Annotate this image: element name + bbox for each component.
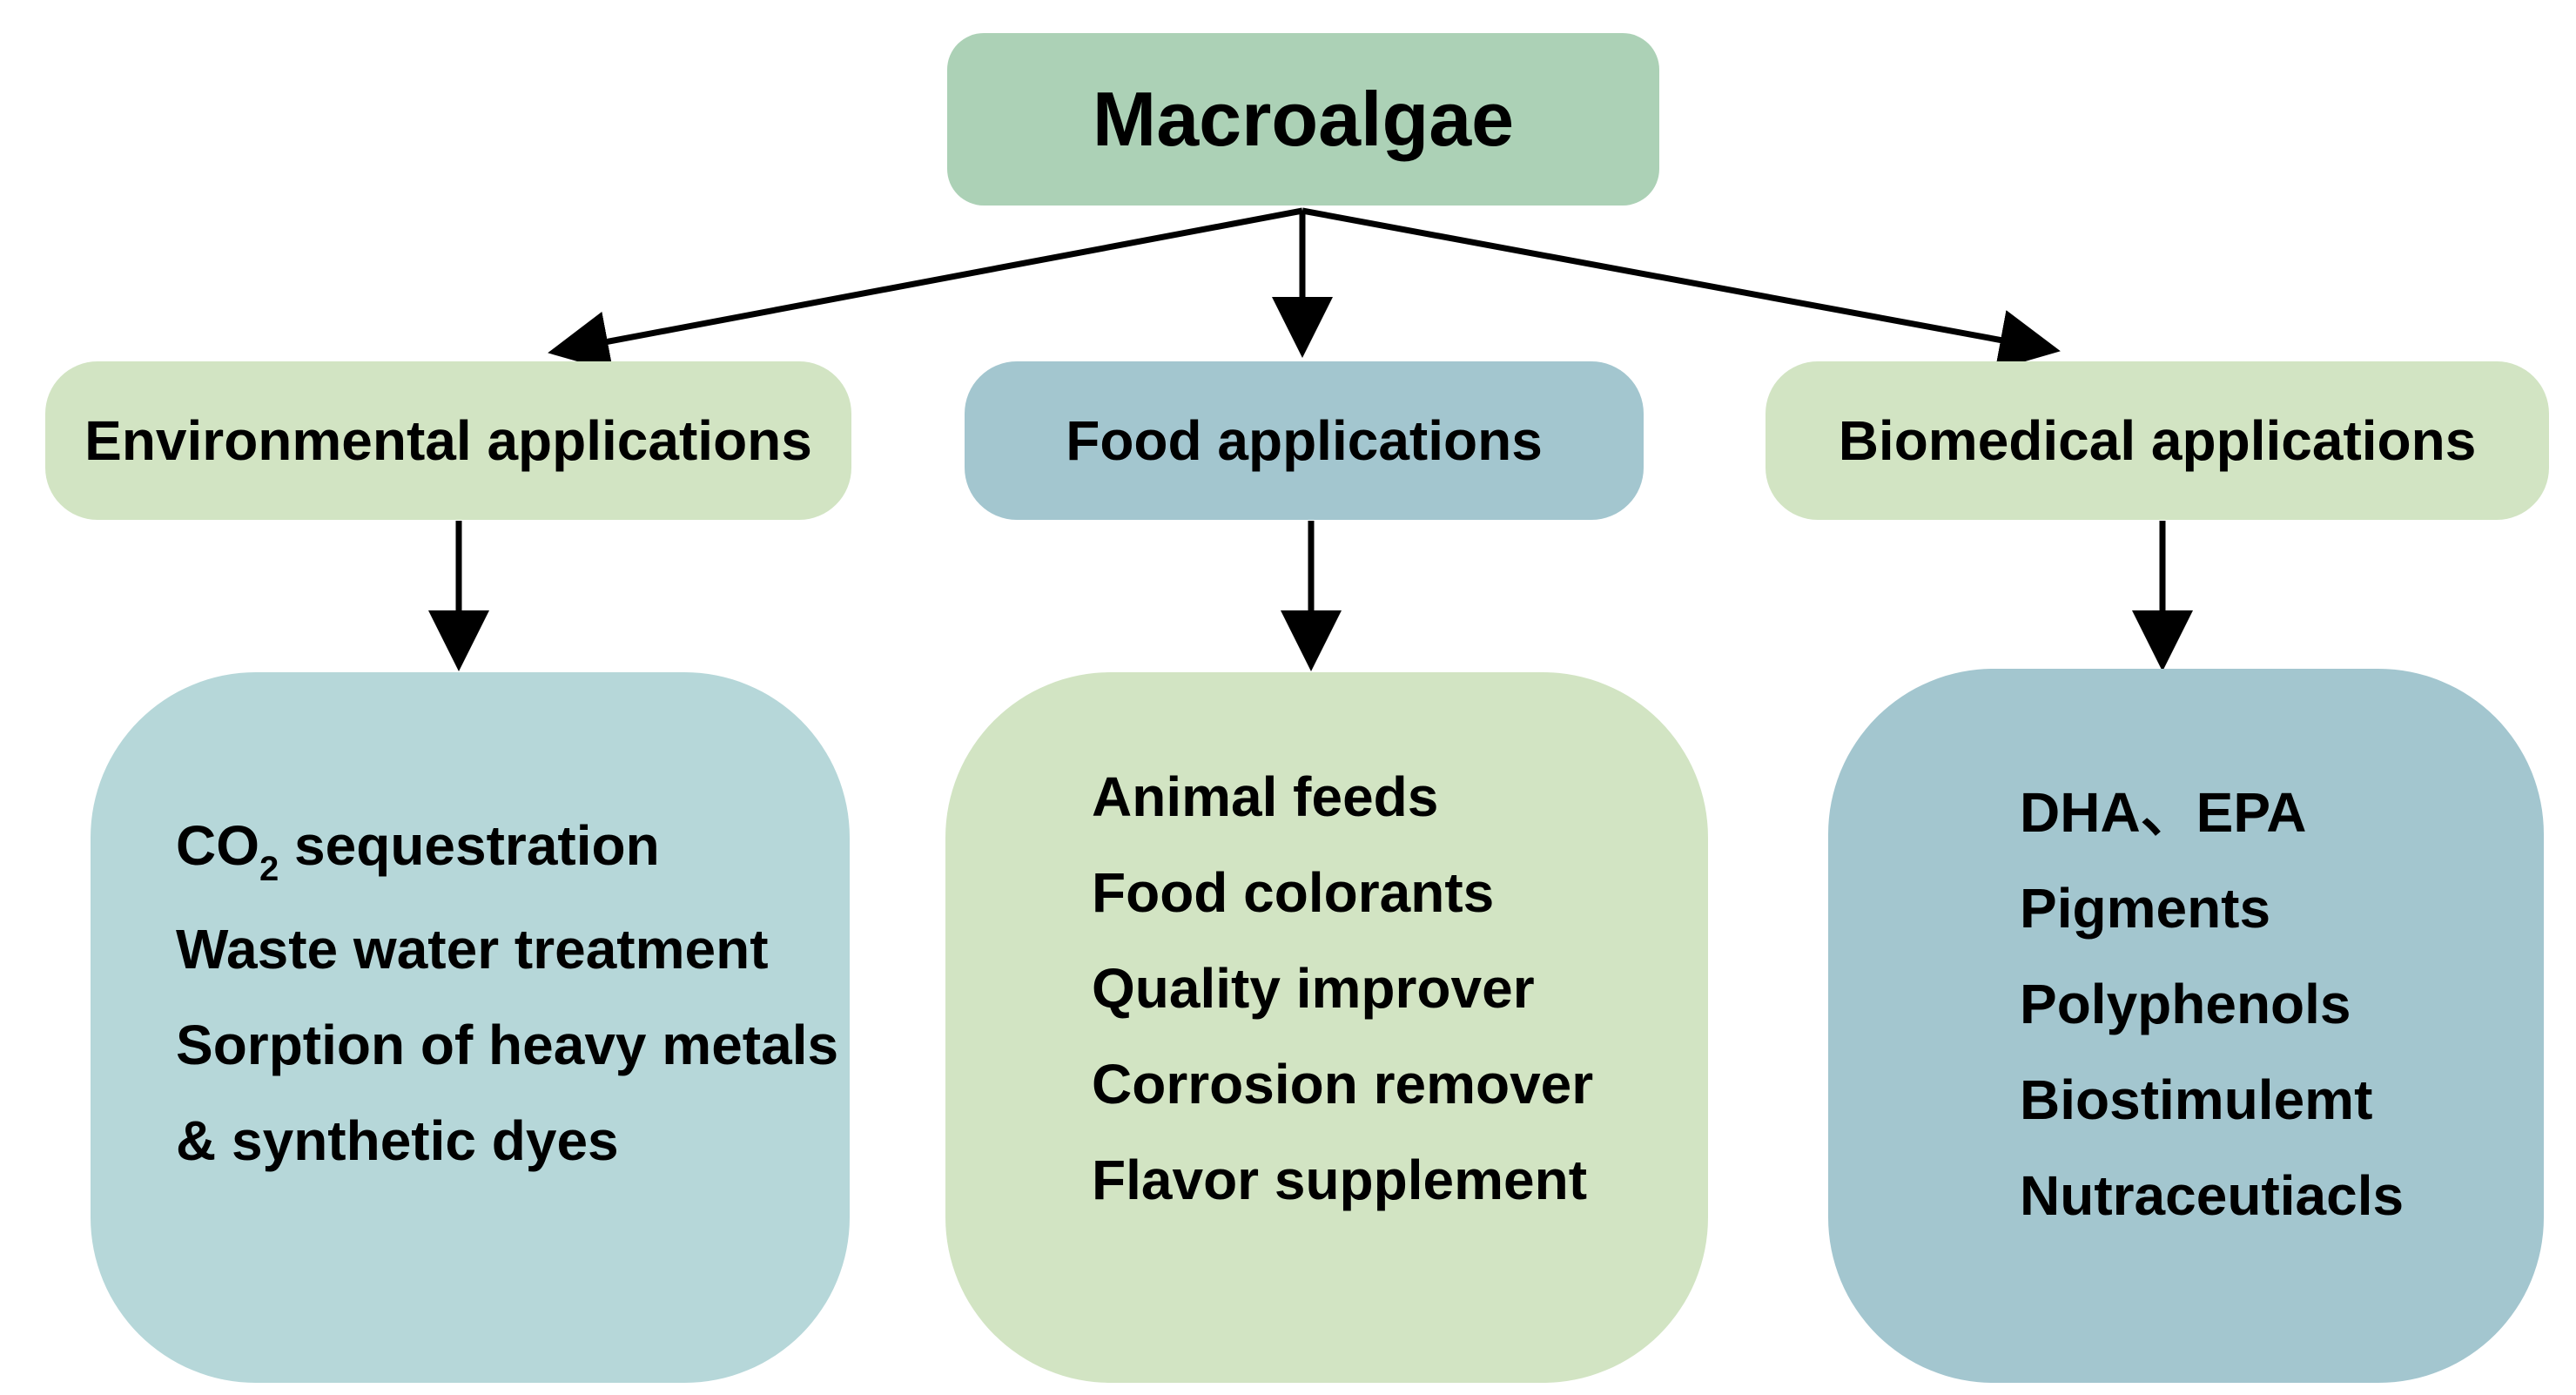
list-item: Quality improver xyxy=(1092,957,1535,1020)
list-item: Sorption of heavy metals xyxy=(176,1014,839,1076)
arrow-root-to-biomedical xyxy=(1301,207,2061,370)
food-items-box xyxy=(945,672,1708,1383)
list-item: Biostimulemt xyxy=(2020,1068,2373,1131)
list-item: DHA、EPA xyxy=(2020,781,2307,844)
list-item: Polyphenols xyxy=(2020,973,2351,1035)
category-food: Food applications xyxy=(965,361,1644,520)
list-item: Nutraceutiacls xyxy=(2020,1164,2404,1227)
arrow-root-to-environmental xyxy=(548,207,1303,372)
list-item: Waste water treatment xyxy=(176,918,769,981)
list-item: & synthetic dyes xyxy=(176,1109,619,1172)
list-item: Food colorants xyxy=(1092,861,1495,924)
list-item: Animal feeds xyxy=(1092,765,1439,828)
biomedical-items-list: DHA、EPA Pigments Polyphenols Biostimulem… xyxy=(2020,765,2404,1243)
environmental-items-box xyxy=(91,672,850,1383)
root-node-macroalgae: Macroalgae xyxy=(947,33,1659,206)
category-biomedical: Biomedical applications xyxy=(1766,361,2549,520)
list-item: Corrosion remover xyxy=(1092,1053,1594,1115)
list-item: Pigments xyxy=(2020,877,2271,940)
list-item: CO2 sequestration xyxy=(176,814,660,888)
environmental-items-list: CO2 sequestration Waste water treatment … xyxy=(176,798,838,1189)
food-items-list: Animal feeds Food colorants Quality impr… xyxy=(1092,749,1593,1228)
category-environmental: Environmental applications xyxy=(45,361,851,520)
list-item: Flavor supplement xyxy=(1092,1149,1587,1211)
biomedical-items-box xyxy=(1828,669,2544,1383)
